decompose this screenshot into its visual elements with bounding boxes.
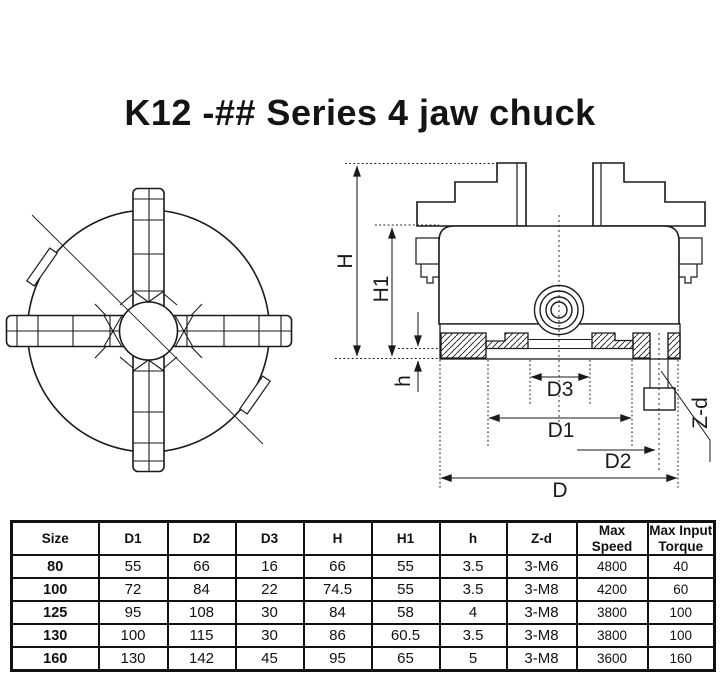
column-header: D1 — [97, 520, 169, 557]
size-cell: 100 — [10, 577, 100, 603]
value-cell: 160 — [646, 646, 716, 672]
jaw-teeth — [174, 303, 203, 359]
value-cell: 108 — [166, 600, 237, 626]
column-header: h — [438, 520, 508, 557]
value-cell: 40 — [646, 554, 716, 580]
value-cell: 142 — [166, 646, 237, 672]
top-jaw-right — [592, 162, 706, 227]
zd-leader-line — [660, 370, 711, 462]
value-cell: 100 — [97, 623, 169, 649]
value-cell: 22 — [234, 577, 305, 603]
value-cell: 95 — [97, 600, 169, 626]
value-cell: 66 — [166, 554, 237, 580]
value-cell: 130 — [97, 646, 169, 672]
value-cell: 74.5 — [302, 577, 373, 603]
side-jaw-left — [415, 237, 440, 265]
side-jaw-right — [678, 237, 703, 265]
value-cell: 100 — [646, 623, 716, 649]
value-cell: 30 — [234, 623, 305, 649]
extension-lines — [335, 163, 679, 490]
size-cell: 80 — [10, 554, 100, 580]
value-cell: 65 — [370, 646, 441, 672]
column-header: H — [302, 520, 373, 557]
value-cell: 84 — [166, 577, 237, 603]
dim-label-Zd: Z-d — [689, 397, 712, 429]
value-cell: 84 — [302, 600, 373, 626]
value-cell: 115 — [166, 623, 237, 649]
value-cell: 3-M8 — [505, 577, 578, 603]
column-header: Z-d — [505, 520, 578, 557]
value-cell: 16 — [234, 554, 305, 580]
dim-label-D3: D3 — [547, 378, 574, 401]
column-header: Max Input Torque — [646, 520, 716, 557]
value-cell: 4200 — [575, 577, 649, 603]
value-cell: 58 — [370, 600, 441, 626]
value-cell: 3-M8 — [505, 646, 578, 672]
value-cell: 3.5 — [438, 554, 508, 580]
value-cell: 45 — [234, 646, 305, 672]
dim-label-h: h — [392, 375, 415, 387]
value-cell: 4 — [438, 600, 508, 626]
column-header: Size — [10, 520, 100, 557]
value-cell: 100 — [646, 600, 716, 626]
value-cell: 86 — [302, 623, 373, 649]
value-cell: 5 — [438, 646, 508, 672]
chuck-side-view — [415, 162, 706, 411]
size-cell: 130 — [10, 623, 100, 649]
section-line — [31, 214, 264, 445]
dim-label-H1: H1 — [370, 276, 393, 303]
column-header: D2 — [166, 520, 237, 557]
value-cell: 66 — [302, 554, 373, 580]
rim-tab — [239, 375, 271, 415]
top-jaw-left — [416, 162, 527, 227]
value-cell: 60 — [646, 577, 716, 603]
mounting-bolt — [643, 387, 676, 411]
dim-label-D2: D2 — [605, 450, 632, 473]
value-cell: 3.5 — [438, 623, 508, 649]
dim-label-D: D — [552, 479, 567, 502]
dim-label-H: H — [334, 253, 357, 268]
column-header: D3 — [234, 520, 305, 557]
value-cell: 3800 — [575, 623, 649, 649]
value-cell: 55 — [370, 554, 441, 580]
value-cell: 3800 — [575, 600, 649, 626]
chuck-front-view — [5, 187, 293, 473]
value-cell: 3-M8 — [505, 600, 578, 626]
size-cell: 160 — [10, 646, 100, 672]
centerlines — [558, 215, 660, 473]
value-cell: 4800 — [575, 554, 649, 580]
value-cell: 55 — [370, 577, 441, 603]
page-title: K12 -## Series 4 jaw chuck — [124, 92, 596, 133]
value-cell: 60.5 — [370, 623, 441, 649]
value-cell: 3600 — [575, 646, 649, 672]
technical-drawing: H H1 h Z-d D3 D1 D2 D — [5, 162, 712, 502]
size-cell: 125 — [10, 600, 100, 626]
value-cell: 3-M8 — [505, 623, 578, 649]
jaw-teeth — [94, 303, 123, 359]
dimension-lines — [353, 165, 711, 482]
value-cell: 3.5 — [438, 577, 508, 603]
value-cell: 30 — [234, 600, 305, 626]
dim-label-D1: D1 — [548, 419, 575, 442]
column-header: H1 — [370, 520, 441, 557]
value-cell: 55 — [97, 554, 169, 580]
column-header: Max Speed — [575, 520, 649, 557]
rim-tab — [26, 247, 58, 287]
value-cell: 3-M6 — [505, 554, 578, 580]
value-cell: 95 — [302, 646, 373, 672]
value-cell: 72 — [97, 577, 169, 603]
